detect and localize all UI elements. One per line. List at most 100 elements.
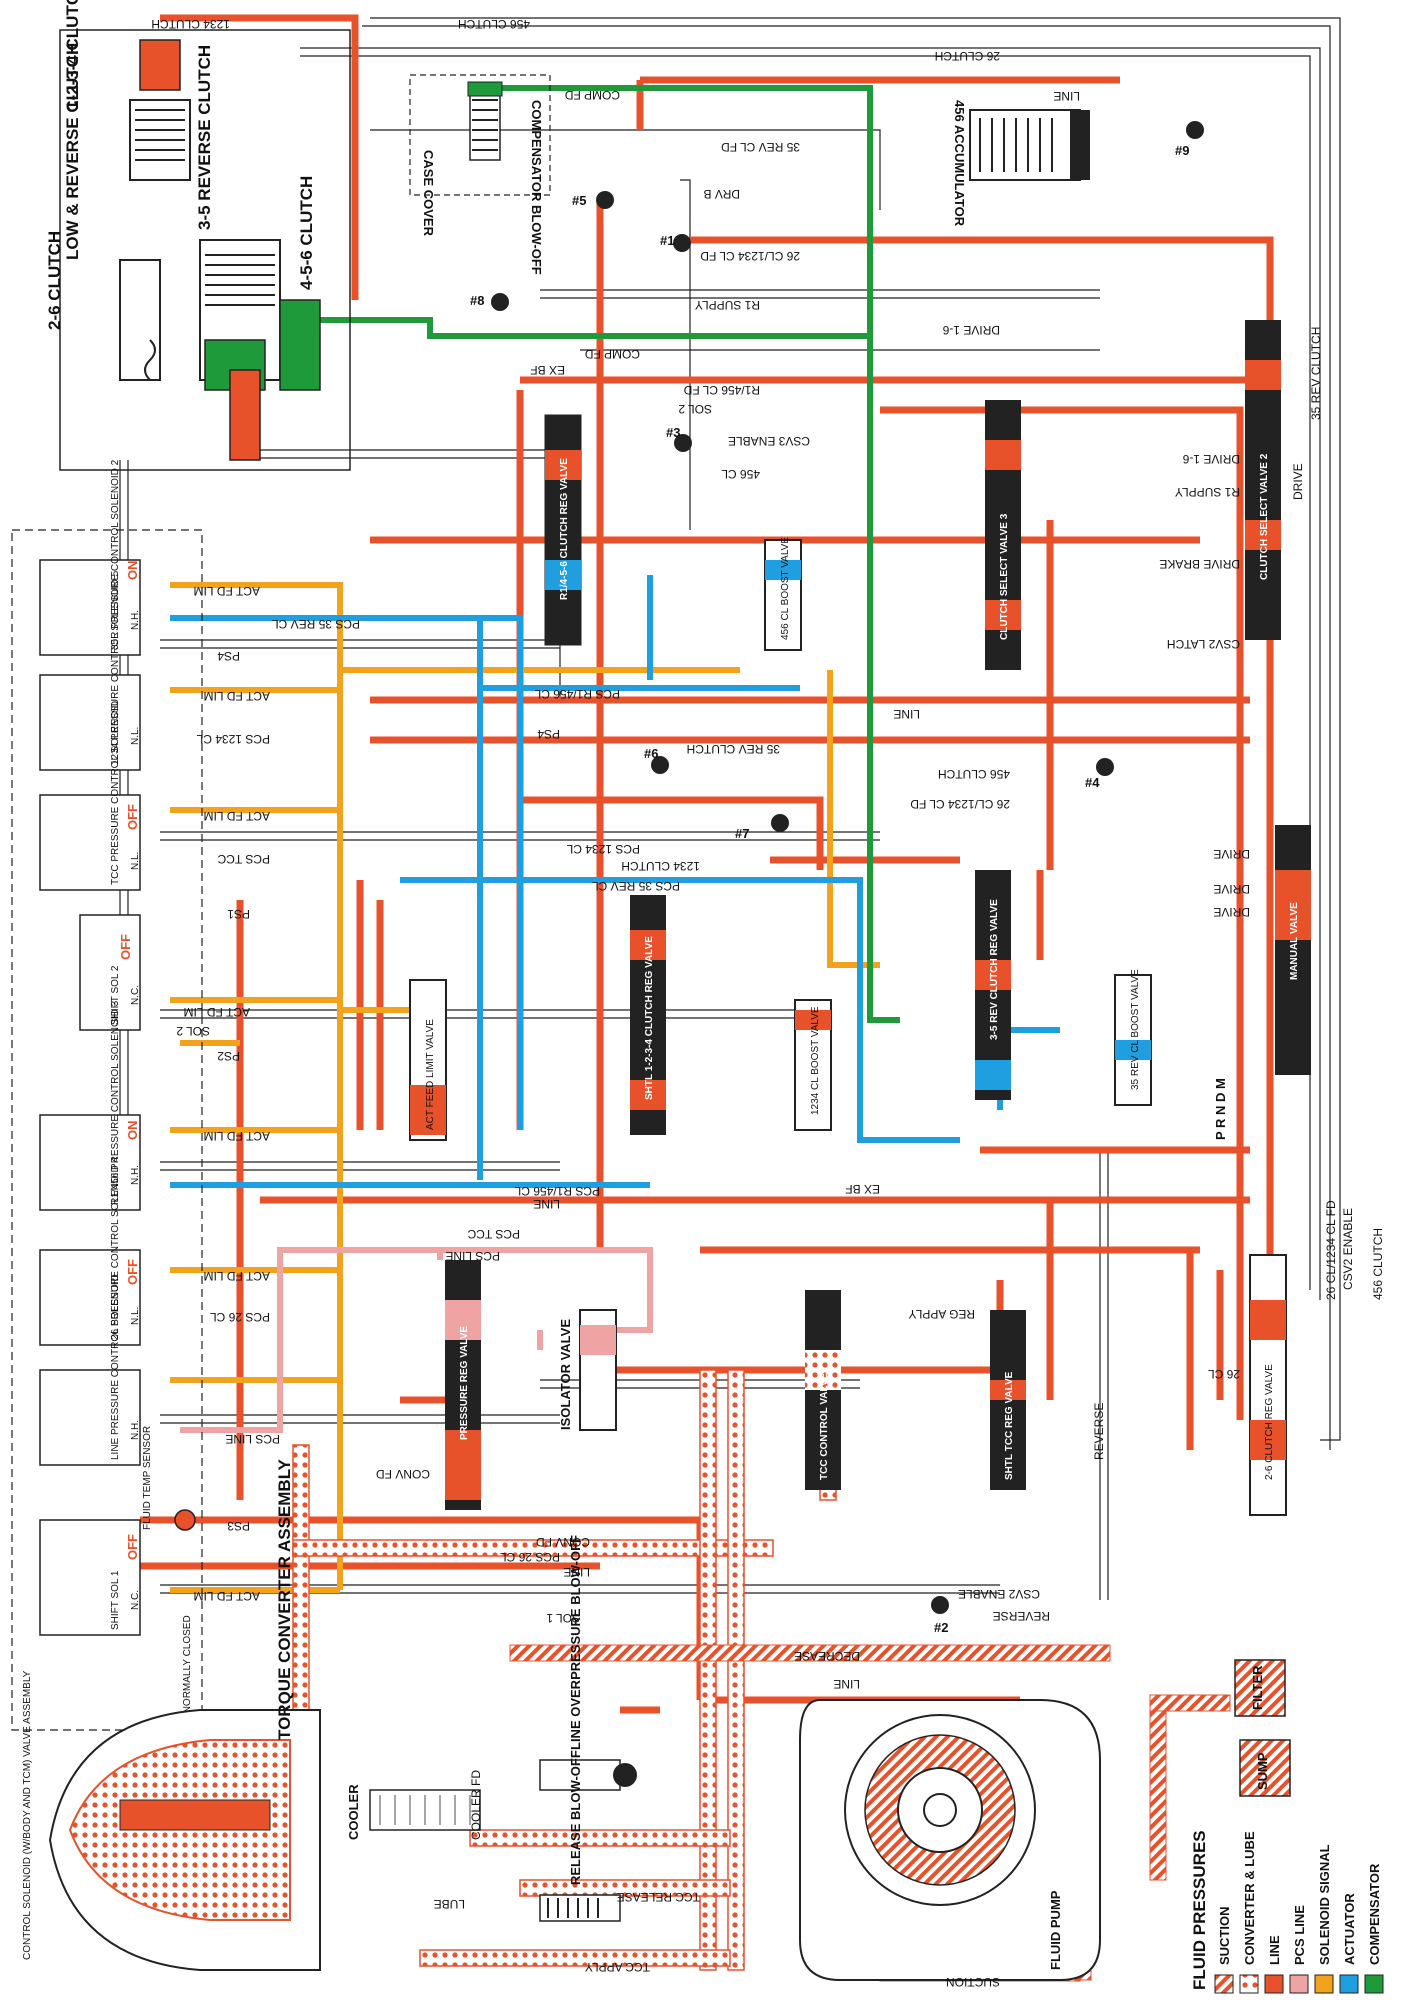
clutch-35rev-label: 3-5 REVERSE CLUTCH	[195, 45, 214, 230]
line-blowoff	[539, 1759, 637, 1791]
valve-c1234reg-label: SHTL 1-2-3-4 CLUTCH REG VALVE	[644, 936, 655, 1100]
checkball-3: #3	[666, 425, 680, 440]
valve-c1234reg	[630, 895, 666, 1135]
sump-label: SUMP	[1255, 1752, 1270, 1790]
valve-tccreg-label: SHTL TCC REG VALVE	[1004, 1371, 1015, 1480]
passage-low-19: CSV2 ENABLE	[958, 1587, 1040, 1601]
valve-manual-label: MANUAL VALVE	[1289, 902, 1300, 980]
passage-right-2: DRIVE BRAKE	[1159, 557, 1240, 571]
legend-swatch-line	[1264, 1974, 1284, 1994]
valve-actfeed	[409, 979, 447, 1141]
solenoid-2-name: 1234 PRESSURE CONTROL SOLENOID 5	[110, 570, 121, 765]
legend-line: LINE	[1267, 1935, 1282, 1965]
passage-low-8: PCS LINE	[445, 1249, 500, 1263]
passage-top-13: SOL 2	[678, 402, 712, 416]
passage-top-2: 26 CLUTCH	[935, 49, 1000, 63]
solenoid-4-state: OFF	[118, 934, 133, 960]
passage-right-12: DRIVE	[1213, 847, 1250, 861]
valve-actfeed-label: ACT FEED LIMIT VALVE	[425, 1019, 436, 1130]
valve-css2-label: CLUTCH SELECT VALVE 2	[1259, 453, 1270, 580]
solenoid-8-type: N.C.	[130, 1590, 141, 1610]
valve-tcccontrol-label: TCC CONTROL VALVE	[819, 1372, 830, 1480]
passage-low-26: SUCTION	[946, 1975, 1000, 1989]
low-reverse-clutch-label: LOW & REVERSE CLUTCH	[63, 43, 82, 260]
passage-right-8: 456 CLUTCH	[1371, 1228, 1385, 1300]
passage-low-15: PCS 26 CL	[500, 1550, 560, 1564]
passage-right-13: DRIVE	[1213, 882, 1250, 896]
passage-mid-11: ACT FD LIM	[204, 809, 270, 823]
clutch-26-label: 2-6 CLUTCH	[45, 231, 64, 330]
passage-right-11: 26 CL	[1208, 1367, 1240, 1381]
passage-top-11: EX BF	[530, 363, 565, 377]
accumulator-456	[969, 109, 1090, 181]
legend-swatch-suction	[1214, 1974, 1234, 1994]
passage-top-4: LINE	[1053, 89, 1080, 103]
solenoid-3-type: N.L.	[130, 852, 141, 870]
solenoid-6-type: N.L.	[130, 1307, 141, 1325]
passage-mid-3: ACT FD LIM	[204, 689, 270, 703]
fluid-temp-sensor-dot	[174, 1509, 196, 1531]
passage-low-7: PCS TCC	[467, 1227, 520, 1241]
passage-top-10: COMP FD	[585, 347, 640, 361]
passage-low-12: CONV FD	[376, 1467, 430, 1481]
passage-right-7: CSV2 ENABLE	[1341, 1208, 1355, 1290]
passage-low-24: COOLER FD	[469, 1770, 483, 1840]
passage-labels: 1234 CLUTCH 456 CLUTCH 26 CLUTCH COMP FD…	[151, 17, 1385, 1989]
valve-boost1234	[794, 999, 832, 1131]
solenoid-1-type: N.H.	[130, 610, 141, 630]
accumulator-label: 456 ACCUMULATOR	[952, 100, 967, 227]
legend-compensator: COMPENSATOR	[1367, 1863, 1382, 1965]
valve-css3-label: CLUTCH SELECT VALVE 3	[999, 513, 1010, 640]
solenoid-column	[11, 529, 203, 1731]
solenoid-3-name: TCC PRESSURE CONTROL SOLENOID	[110, 701, 121, 885]
clutch-456-label: 4-5-6 CLUTCH	[297, 176, 316, 290]
passage-low-4: PCS R1/456 CL	[514, 1184, 600, 1198]
passage-low-21: DECREASE	[794, 1649, 860, 1663]
valve-boost1234-label: 1234 CL BOOST VALVE	[810, 1006, 821, 1115]
clutch-assembly	[59, 29, 351, 471]
passage-mid-7: PS4	[537, 727, 560, 741]
passage-right-6: 26 CL/1234 CL FD	[1324, 1200, 1338, 1300]
checkballs: #1 #2 #3 #4 #5 #6 #7 #8 #9	[470, 121, 1204, 1635]
torque-converter-label: TORQUE CONVERTER ASSEMBLY	[275, 1458, 294, 1740]
passage-mid-5: PCS 1234 CL	[196, 732, 270, 746]
filter-label: FILTER	[1250, 1665, 1265, 1710]
actuator-passages	[170, 575, 1060, 1188]
passage-mid-15: PCS 35 REV CL	[592, 879, 680, 893]
fluid-pump	[799, 1699, 1101, 1981]
passage-mid-12: PCS TCC	[217, 852, 270, 866]
cooler	[369, 1789, 481, 1831]
passage-right-3: CSV2 LATCH	[1167, 637, 1240, 651]
solenoid-5-name: R1/456 PRESSURE CONTROL SOLENOID 3	[110, 1000, 121, 1205]
checkball-7: #7	[735, 826, 749, 841]
passage-low-1: SOL 2	[176, 1024, 210, 1038]
passage-mid-13: PCS 1234 CL	[566, 842, 640, 856]
valve-tccreg	[990, 1310, 1026, 1490]
passage-right-9: REG APPLY	[909, 1307, 975, 1321]
valve-r1456	[544, 414, 582, 646]
passage-low-5: EX BF	[845, 1182, 880, 1196]
legend-solenoid: SOLENOID SIGNAL	[1317, 1844, 1332, 1965]
valve-c26reg-label: 2-6 CLUTCH REG VALVE	[1264, 1364, 1275, 1480]
valve-boost456	[764, 539, 802, 651]
passage-mid-16: PS1	[227, 907, 250, 921]
passage-low-23: TCC RELEASE	[617, 1890, 700, 1904]
solenoid-8-name: SHIFT SOL 1	[110, 1570, 121, 1630]
valve-css2	[1245, 320, 1281, 640]
passage-top-14: CSV3 ENABLE	[728, 434, 810, 448]
passage-top-1: 456 CLUTCH	[458, 17, 530, 31]
line-blowoff-label: LINE OVERPRESSURE BLOW-OFF	[568, 1535, 583, 1750]
passage-low-27: LUBE	[434, 1897, 465, 1911]
pcs-line-passages	[180, 1247, 653, 1433]
passage-top-0: 1234 CLUTCH	[151, 17, 230, 31]
legend-swatch-pcs-line	[1289, 1974, 1309, 1994]
valve-isolator-label: ISOLATOR VALVE	[558, 1319, 573, 1430]
passage-low-16: LINE	[563, 1565, 590, 1579]
legend-actuator: ACTUATOR	[1342, 1893, 1357, 1965]
torque-converter	[48, 1709, 321, 1971]
solenoid-4-name: SHIFT SOL 2	[110, 965, 121, 1025]
passage-right-14: DRIVE	[1213, 905, 1250, 919]
solenoid-4-type: N.C.	[130, 985, 141, 1005]
solenoid-7-name: LINE PRESSURE CONTROL SOLENOID	[110, 1274, 121, 1460]
